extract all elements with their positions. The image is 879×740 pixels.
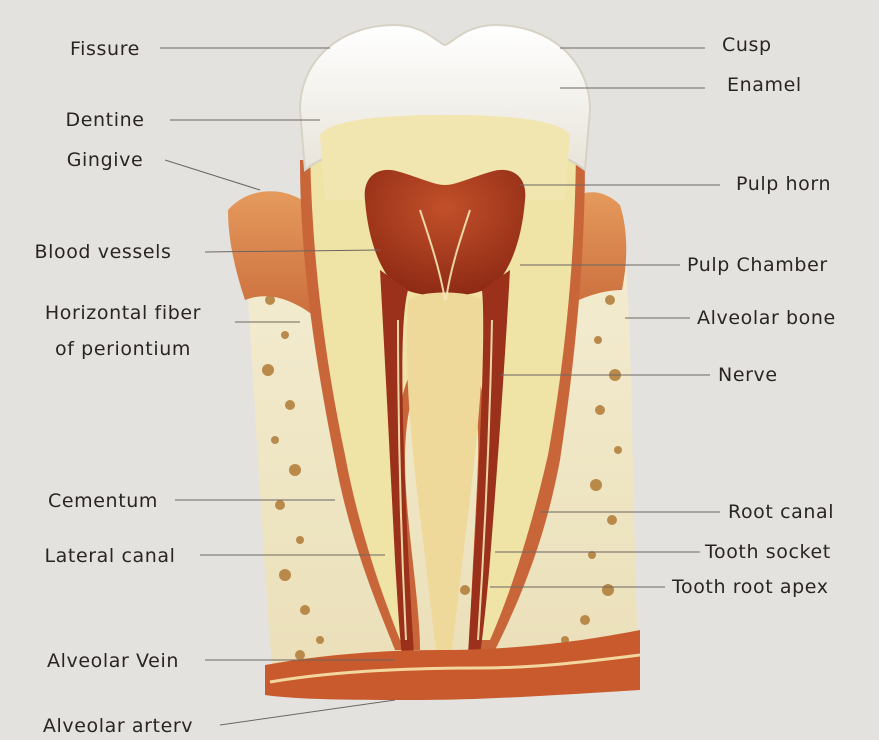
label-cementum: Cementum: [48, 490, 158, 512]
label-lateral-canal: Lateral canal: [45, 545, 176, 567]
label-nerve: Nerve: [718, 364, 778, 386]
label-tooth-root-apex: Tooth root apex: [672, 576, 829, 598]
label-tooth-socket: Tooth socket: [705, 541, 831, 563]
label-root-canal: Root canal: [728, 501, 834, 523]
label-alveolar-artery: Alveolar arterv: [43, 715, 193, 737]
label-cusp: Cusp: [722, 34, 772, 56]
label-enamel: Enamel: [727, 74, 802, 96]
label-blood-vessels: Blood vessels: [34, 241, 171, 263]
label-fissure: Fissure: [70, 38, 140, 60]
label-horizontal-fiber-line1: Horizontal fiber: [45, 302, 201, 324]
label-dentine: Dentine: [65, 109, 144, 131]
label-pulp-horn: Pulp horn: [736, 173, 831, 195]
label-gingive: Gingive: [67, 149, 144, 171]
label-pulp-chamber: Pulp Chamber: [687, 254, 828, 276]
label-alveolar-vein: Alveolar Vein: [47, 650, 179, 672]
label-alveolar-bone: Alveolar bone: [697, 307, 836, 329]
label-horizontal-fiber-line2: of periontium: [55, 338, 191, 360]
